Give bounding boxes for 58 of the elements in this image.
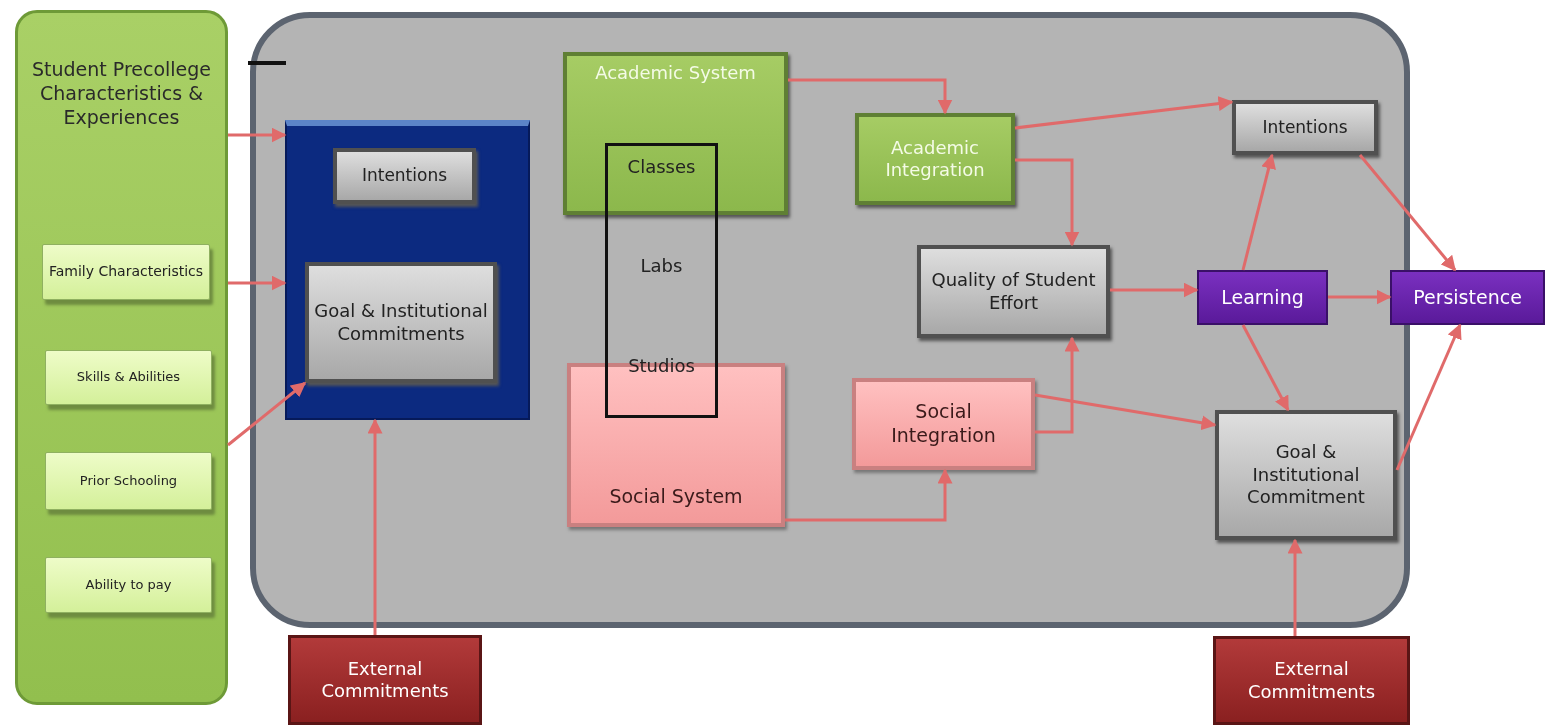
node-label: External Commitments xyxy=(1246,658,1377,703)
system-box xyxy=(852,378,1035,470)
factor-box xyxy=(45,557,212,613)
arrow xyxy=(227,381,307,447)
arrow xyxy=(1110,282,1199,298)
node-label: Intentions xyxy=(361,165,448,187)
factor-box xyxy=(42,244,210,300)
arrow xyxy=(1034,393,1217,431)
group-box xyxy=(285,120,530,420)
arrow xyxy=(1035,336,1080,434)
node-label: Academic Integration xyxy=(884,136,986,182)
arrow xyxy=(1241,153,1276,271)
arrow xyxy=(228,275,287,291)
arrow xyxy=(1395,323,1462,471)
process-box xyxy=(1232,100,1378,155)
arrow xyxy=(785,468,953,522)
arrow xyxy=(1015,158,1080,247)
node-label: Skills & Abilities xyxy=(76,369,181,386)
node-label: Learning xyxy=(1221,285,1304,310)
system-box xyxy=(855,113,1015,205)
external-box xyxy=(288,635,482,725)
process-box xyxy=(917,245,1110,338)
process-box xyxy=(305,262,497,383)
node-label: Goal & Institutional Commitments xyxy=(313,300,489,345)
node-label: Studios xyxy=(628,354,695,377)
node-label: Social System xyxy=(609,485,743,509)
node-label: Family Characteristics xyxy=(48,263,204,281)
node-label: Goal & Institutional Commitment xyxy=(1246,441,1366,509)
node-label: Social Integration xyxy=(890,400,997,448)
node-label: External Commitments xyxy=(320,657,450,703)
factor-box xyxy=(45,452,212,510)
category-panel xyxy=(15,10,228,705)
outcome-box xyxy=(1197,270,1328,325)
process-box xyxy=(333,148,476,204)
node-label: Classes xyxy=(627,156,696,179)
arrow xyxy=(1014,96,1234,130)
arrow xyxy=(788,78,953,115)
node-label: Intentions xyxy=(1262,116,1348,139)
arrow xyxy=(1328,289,1392,305)
arrow xyxy=(228,127,287,143)
external-box xyxy=(1213,636,1410,725)
environment-panel xyxy=(250,12,1410,628)
node-label: Student Precollege Characteristics & Experiences xyxy=(30,58,213,130)
system-box xyxy=(563,52,788,215)
node-label: Persistence xyxy=(1413,285,1522,310)
arrow xyxy=(367,418,383,635)
node-label: Ability to pay xyxy=(85,576,172,594)
node-label: Labs xyxy=(640,255,683,278)
factor-box xyxy=(45,350,212,405)
outcome-box xyxy=(1390,270,1545,325)
arrow xyxy=(1287,538,1303,636)
arrow xyxy=(1358,154,1457,272)
node-label: Quality of Student Effort xyxy=(930,269,1097,314)
node-label: Academic System xyxy=(595,62,756,85)
arrow xyxy=(1241,324,1290,412)
node-label: Prior Schooling xyxy=(79,472,178,490)
outline-box xyxy=(605,143,718,418)
process-box xyxy=(1215,410,1397,540)
